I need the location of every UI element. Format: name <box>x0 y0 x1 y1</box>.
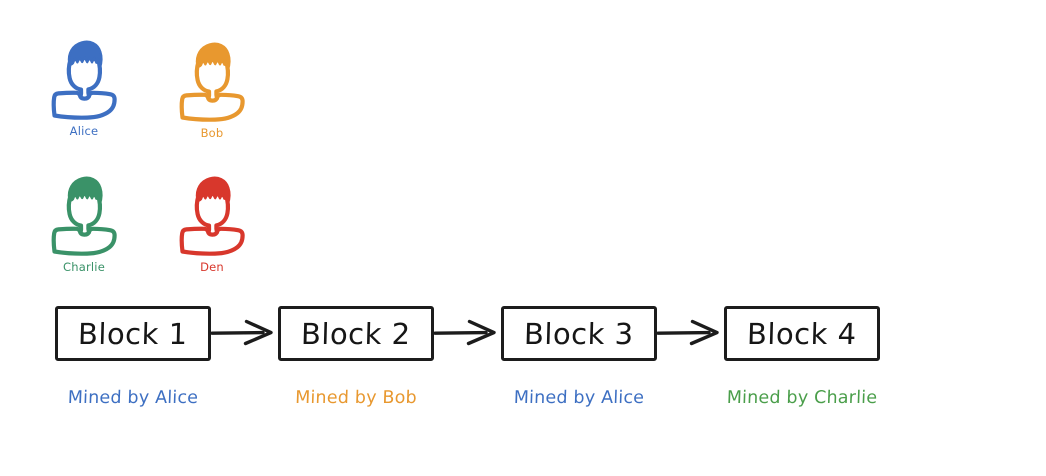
block-label: Block 2 <box>300 316 412 351</box>
participant-charlie: Charlie <box>48 172 120 278</box>
participant-label: Den <box>200 260 224 274</box>
block-node[interactable]: Block 2 <box>278 306 434 361</box>
participant-den: Den <box>176 172 248 278</box>
person-avatar-icon <box>51 176 117 256</box>
block-label: Block 1 <box>77 316 189 351</box>
participant-label: Alice <box>69 124 99 138</box>
block-label: Block 4 <box>746 316 858 351</box>
person-avatar-icon <box>179 42 245 122</box>
participant-alice: Alice <box>48 36 120 142</box>
participant-bob: Bob <box>176 38 248 144</box>
block-miner-caption: Mined by Alice <box>513 388 645 408</box>
arrow-block3-block4 <box>657 319 719 346</box>
arrow-block1-block2 <box>211 319 273 346</box>
block-node[interactable]: Block 4 <box>724 306 880 361</box>
person-avatar-icon <box>51 40 117 120</box>
person-avatar-icon <box>179 176 245 256</box>
block-node[interactable]: Block 3 <box>501 306 657 361</box>
block-miner-caption: Mined by Bob <box>294 388 418 408</box>
block-node[interactable]: Block 1 <box>55 306 211 361</box>
block-miner-caption: Mined by Alice <box>67 388 199 408</box>
participant-label: Charlie <box>63 260 105 274</box>
arrow-block2-block3 <box>434 319 496 346</box>
block-label: Block 3 <box>523 316 635 351</box>
block-miner-caption: Mined by Charlie <box>726 388 878 408</box>
participant-label: Bob <box>200 126 224 140</box>
